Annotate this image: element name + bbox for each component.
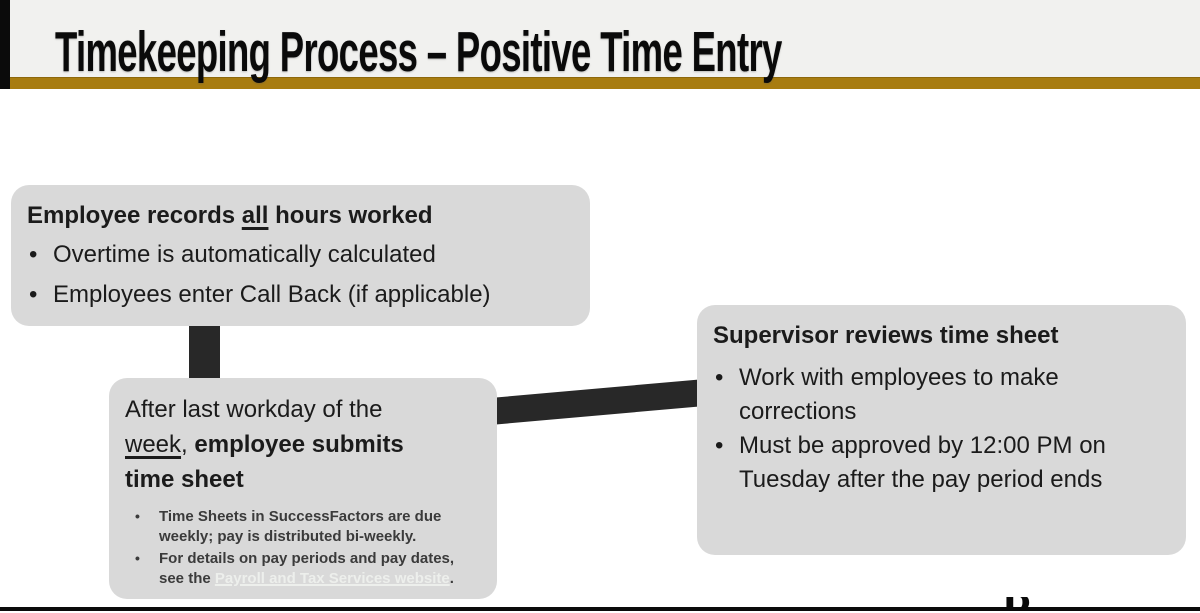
box1-heading: Employee records all hours worked bbox=[27, 197, 574, 235]
list-item: Overtime is automatically calculated bbox=[27, 235, 574, 275]
box2-heading-mid: , bbox=[181, 431, 195, 458]
logo-letter-glyph: R bbox=[1002, 597, 1046, 607]
connector-box1-to-box2 bbox=[189, 315, 220, 387]
header-band bbox=[0, 0, 1200, 77]
box1-heading-post: hours worked bbox=[268, 202, 433, 229]
box2-heading-underlined: week bbox=[125, 431, 182, 458]
list-item: For details on pay periods and pay dates… bbox=[125, 549, 483, 588]
box2-sub-bullet-list: Time Sheets in SuccessFactors are due we… bbox=[125, 507, 483, 588]
box2-heading-bold: employee submits time sheet bbox=[125, 431, 404, 493]
left-edge-bar bbox=[0, 0, 10, 89]
page-title: Timekeeping Process – Positive Time Entr… bbox=[55, 20, 782, 84]
process-box-employee-records: Employee records all hours worked Overti… bbox=[11, 185, 590, 326]
list-item: Work with employees to make corrections bbox=[713, 361, 1139, 429]
sub-bullet-post: . bbox=[449, 569, 454, 587]
process-box-employee-submits: After last workday of the week, employee… bbox=[109, 378, 497, 599]
box2-heading: After last workday of the week, employee… bbox=[125, 392, 425, 497]
list-item: Time Sheets in SuccessFactors are due we… bbox=[125, 507, 483, 546]
box1-bullet-list: Overtime is automatically calculated Emp… bbox=[27, 235, 574, 315]
list-item: Must be approved by 12:00 PM on Tuesday … bbox=[713, 429, 1139, 497]
box2-heading-pre: After last workday of the bbox=[125, 396, 383, 423]
connector-box2-to-box3 bbox=[490, 379, 705, 425]
process-box-supervisor-reviews: Supervisor reviews time sheet Work with … bbox=[697, 305, 1186, 555]
sub-bullet-pre: For details on pay periods and pay dates… bbox=[159, 550, 455, 587]
box3-bullet-list: Work with employees to make corrections … bbox=[713, 361, 1172, 497]
gold-divider bbox=[0, 77, 1200, 89]
bottom-border-line bbox=[0, 607, 1200, 611]
payroll-tax-services-link[interactable]: Payroll and Tax Services website bbox=[214, 569, 450, 587]
box3-heading: Supervisor reviews time sheet bbox=[713, 322, 1059, 349]
list-item: Employees enter Call Back (if applicable… bbox=[27, 275, 574, 315]
partial-logo-letter: R bbox=[1002, 597, 1046, 607]
box1-heading-underlined: all bbox=[241, 202, 269, 229]
box1-heading-pre: Employee records bbox=[27, 202, 242, 229]
